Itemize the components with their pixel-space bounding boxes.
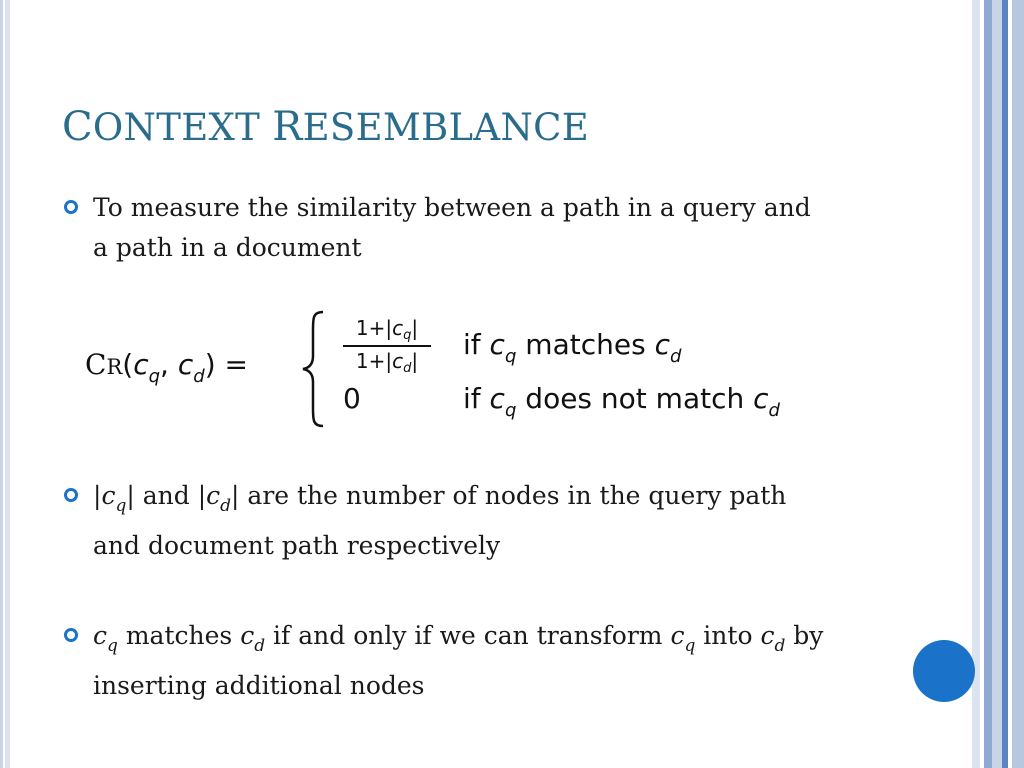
- var-c: c: [489, 328, 505, 361]
- sub-d: d: [669, 346, 682, 367]
- paren: ): [204, 348, 216, 381]
- bullet-ring-icon: [64, 488, 78, 502]
- den-prefix: 1+|: [355, 349, 393, 373]
- title-initial: R: [272, 104, 303, 150]
- abs-bar: |: [231, 481, 240, 510]
- den-suffix: |: [411, 349, 419, 373]
- accent-circle: [913, 640, 975, 702]
- title-initial: C: [62, 104, 93, 150]
- title-text: ESEMBLANCE: [302, 106, 590, 149]
- right-bar: [1012, 0, 1024, 768]
- bullet-text: |cq| and |cd| are the number of nodes in…: [93, 476, 824, 566]
- case-zero: 0: [343, 382, 361, 415]
- cr-letter-r: R: [106, 355, 123, 379]
- bullet-mid-text: if and only if we can transform: [265, 621, 671, 650]
- var-c: c: [670, 621, 685, 650]
- condition-matches: if cq matches cd: [463, 328, 681, 367]
- sub-d: d: [254, 636, 266, 656]
- var-c: c: [760, 621, 775, 650]
- sub-q: q: [148, 366, 161, 387]
- sub-d: d: [220, 496, 232, 516]
- abs-bar: |: [93, 481, 102, 510]
- var-c: c: [101, 481, 116, 510]
- does-not-match-words: does not match: [516, 382, 754, 415]
- sub-d: d: [774, 636, 786, 656]
- right-bar: [980, 0, 984, 768]
- bullet-text: cq matches cd if and only if we can tran…: [93, 616, 824, 706]
- into-word: into: [695, 621, 761, 650]
- num-prefix: 1+|: [355, 316, 393, 340]
- equals-sign: =: [215, 348, 248, 381]
- num-sub-q: q: [403, 328, 412, 343]
- paren: (: [122, 348, 134, 381]
- bullet-item-node-count: |cq| and |cd| are the number of nodes in…: [64, 476, 824, 566]
- sub-q: q: [107, 636, 118, 656]
- bullet-ring-icon: [64, 200, 78, 214]
- var-c: c: [489, 382, 505, 415]
- right-bar: [972, 0, 980, 768]
- var-c: c: [93, 621, 108, 650]
- sub-q: q: [115, 496, 127, 516]
- bullet-rest-text: are the number of nodes in the query pat…: [93, 481, 787, 560]
- cr-letter-c: C: [85, 348, 107, 381]
- formula-lhs: CR(cq, cd) =: [85, 348, 248, 387]
- right-bar: [1008, 0, 1012, 768]
- matches-word: matches: [516, 328, 655, 361]
- condition-not-match: if cq does not match cd: [463, 382, 780, 421]
- right-edge-decoration: [972, 0, 1024, 768]
- fraction: 1+|cq| 1+|cd|: [343, 316, 431, 376]
- abs-bar: |: [197, 481, 207, 510]
- sub-d: d: [768, 400, 780, 421]
- bullet-item-match-definition: cq matches cd if and only if we can tran…: [64, 616, 824, 706]
- fraction-denominator: 1+|cd|: [343, 345, 431, 376]
- var-c: c: [133, 348, 149, 381]
- slide-title: CONTEXT RESEMBLANCE: [62, 104, 589, 150]
- abs-bar: |: [126, 481, 135, 510]
- right-bar: [984, 0, 992, 768]
- sub-d: d: [193, 366, 205, 387]
- bullet-item-purpose: To measure the similarity between a path…: [64, 188, 824, 268]
- title-text: ONTEXT: [92, 106, 273, 149]
- var-c: c: [177, 348, 194, 381]
- sub-q: q: [504, 400, 517, 421]
- var-c: c: [654, 328, 670, 361]
- left-brace-icon: [302, 310, 324, 428]
- num-var-c: c: [392, 316, 404, 340]
- sub-q: q: [684, 636, 696, 656]
- comma: ,: [160, 348, 178, 381]
- bullet-ring-icon: [64, 628, 78, 642]
- num-suffix: |: [411, 316, 419, 340]
- and-word: and: [134, 481, 198, 510]
- bullet-end-text: by inserting additional nodes: [93, 621, 824, 700]
- var-c: c: [206, 481, 221, 510]
- right-bar: [1002, 0, 1008, 768]
- bullet-text: To measure the similarity between a path…: [93, 193, 811, 262]
- var-c: c: [240, 621, 255, 650]
- fraction-numerator: 1+|cq|: [343, 316, 431, 345]
- var-c: c: [753, 382, 769, 415]
- den-sub-d: d: [403, 361, 412, 376]
- matches-word: matches: [117, 621, 241, 650]
- if-word: if: [463, 328, 490, 361]
- left-edge-decoration: [0, 0, 10, 768]
- right-bar: [992, 0, 1002, 768]
- if-word: if: [463, 382, 490, 415]
- den-var-c: c: [392, 349, 404, 373]
- sub-q: q: [504, 346, 517, 367]
